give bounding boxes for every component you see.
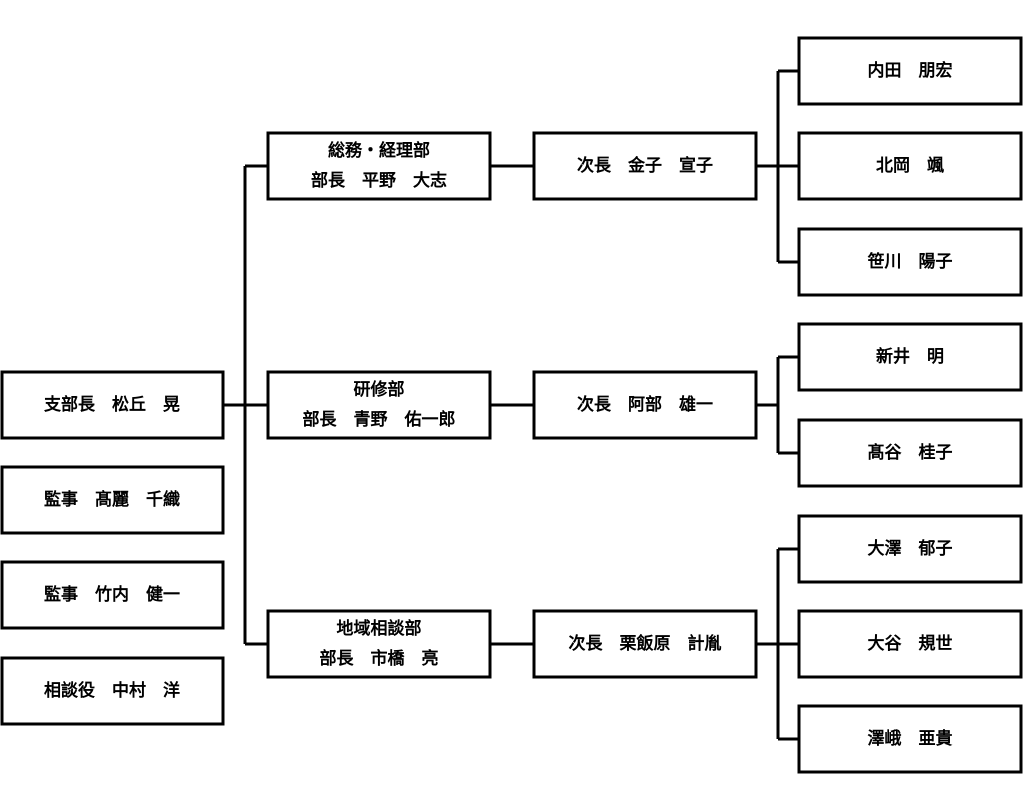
dept-box-3: 地域相談部 部長 市橋 亮 <box>266 609 492 679</box>
dept-head-1: 部長 平野 大志 <box>311 170 447 191</box>
deputy-box-1: 次長 金子 宣子 <box>532 131 758 201</box>
deputy-label-2: 次長 阿部 雄一 <box>577 394 713 415</box>
auditor-box-1: 監事 髙麗 千織 <box>0 465 225 535</box>
member-label-1-1: 内田 朋宏 <box>868 60 953 81</box>
dept-head-2: 部長 青野 佑一郎 <box>303 409 456 430</box>
deputy-label-1: 次長 金子 宣子 <box>577 155 713 176</box>
member-label-3-3: 澤峨 亜貴 <box>868 728 953 749</box>
member-label-2-2: 髙谷 桂子 <box>868 442 953 463</box>
member-box-2-1: 新井 明 <box>797 322 1023 392</box>
dept-box-2: 研修部 部長 青野 佑一郎 <box>266 370 492 440</box>
auditor-label-1: 監事 髙麗 千織 <box>44 489 180 510</box>
member-label-3-2: 大谷 規世 <box>868 633 953 654</box>
member-box-2-2: 髙谷 桂子 <box>797 418 1023 488</box>
deputy-box-3: 次長 栗飯原 計胤 <box>532 609 758 679</box>
member-box-3-1: 大澤 郁子 <box>797 514 1023 584</box>
member-label-1-3: 笹川 陽子 <box>868 251 953 272</box>
auditor-label-2: 監事 竹内 健一 <box>44 584 180 605</box>
dept-box-1: 総務・経理部 部長 平野 大志 <box>266 131 492 201</box>
member-box-1-1: 内田 朋宏 <box>797 36 1023 106</box>
advisor-label: 相談役 中村 洋 <box>44 680 180 701</box>
deputy-box-2: 次長 阿部 雄一 <box>532 370 758 440</box>
branch-head-box: 支部長 松丘 晃 <box>0 370 225 440</box>
member-box-3-3: 澤峨 亜貴 <box>797 704 1023 774</box>
advisor-box: 相談役 中村 洋 <box>0 656 225 726</box>
deputy-label-3: 次長 栗飯原 計胤 <box>569 633 722 654</box>
member-box-1-2: 北岡 颯 <box>797 131 1023 201</box>
member-box-3-2: 大谷 規世 <box>797 609 1023 679</box>
dept-head-3: 部長 市橋 亮 <box>320 648 439 669</box>
auditor-box-2: 監事 竹内 健一 <box>0 560 225 630</box>
member-label-3-1: 大澤 郁子 <box>868 538 953 559</box>
dept-name-3: 地域相談部 <box>337 618 422 639</box>
member-box-1-3: 笹川 陽子 <box>797 227 1023 297</box>
branch-head-label: 支部長 松丘 晃 <box>44 394 180 415</box>
dept-name-1: 総務・経理部 <box>328 140 430 161</box>
connectors <box>223 69 799 741</box>
member-label-2-1: 新井 明 <box>876 346 944 367</box>
dept-name-2: 研修部 <box>354 379 405 400</box>
member-label-1-2: 北岡 颯 <box>876 156 944 176</box>
